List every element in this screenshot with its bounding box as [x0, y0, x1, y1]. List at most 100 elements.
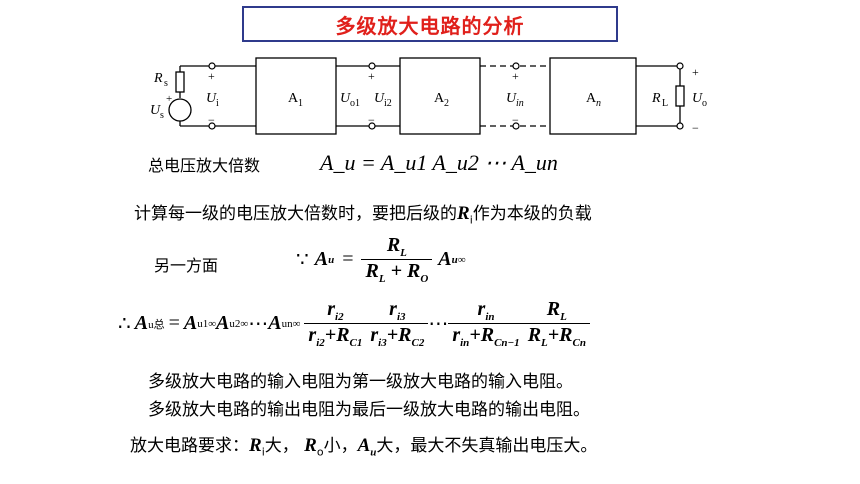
- f4-den-a: R: [527, 324, 542, 346]
- fraction-dots: ⋯: [428, 313, 449, 335]
- f3-den-b-sub: Cn−1: [494, 337, 520, 349]
- au-lhs-sub: u: [328, 253, 335, 266]
- a1-label: A: [288, 91, 299, 106]
- fraction-2: ri3 ri3+RC2: [366, 298, 429, 349]
- rs-sub: s: [164, 78, 168, 89]
- f3-den-a-sub: in: [460, 337, 470, 349]
- au-rhs: A: [438, 248, 452, 270]
- uin-sub: in: [516, 98, 524, 109]
- term-3: A: [268, 312, 282, 334]
- rs-label: R: [153, 71, 163, 86]
- output-resistance-note: 多级放大电路的输出电阻为最后一级放大电路的输出电阻。: [148, 400, 590, 420]
- uo-plus: +: [692, 65, 699, 79]
- multistage-circuit-diagram: R s U s + + U i − A 1 U o1 + − U i2 A 2 …: [150, 57, 707, 135]
- uo-minus: −: [692, 121, 699, 135]
- term-2-sub: u2∞: [229, 317, 249, 330]
- f4-den-a-sub: L: [541, 337, 548, 349]
- req-au: A: [357, 435, 371, 456]
- term-dots: ⋯: [248, 313, 269, 335]
- source-resistor: [175, 71, 185, 93]
- req-ri-sub: i: [261, 445, 265, 459]
- an-in-plus: +: [512, 69, 519, 83]
- f1-num-sub: i2: [335, 311, 344, 323]
- term-1-sub: u1∞: [197, 317, 217, 330]
- uo1-sub: o1: [350, 98, 360, 109]
- f1-den-b: R: [336, 324, 350, 346]
- calc-note: 计算每一级的电压放大倍数时，要把后级的Ri作为本级的负载: [134, 204, 592, 230]
- f3-num-sub: in: [485, 311, 495, 323]
- ui2-label: U: [374, 91, 385, 106]
- frac-num-sub: L: [400, 247, 407, 259]
- total-equals: =: [168, 312, 180, 334]
- f4-num: R: [546, 298, 561, 320]
- a1-out-minus: −: [368, 113, 375, 127]
- frac-num: R: [386, 234, 401, 256]
- req-big1: 大，: [264, 436, 299, 456]
- fraction-1: ri2 ri2+RC1: [304, 298, 367, 349]
- total-gain-formula: A_u = A_u1 A_u2 ⋯ A_un: [320, 150, 558, 175]
- an-label: A: [586, 91, 597, 106]
- because-symbol: ∵: [296, 249, 309, 271]
- f1-den-a-sub: i2: [316, 337, 325, 349]
- a2-label: A: [434, 91, 445, 106]
- source-plus: +: [166, 93, 172, 105]
- ui-label: U: [206, 91, 217, 106]
- us-sub: s: [160, 110, 164, 121]
- req-small: 小，: [323, 436, 358, 456]
- frac-den-a: R: [365, 260, 379, 282]
- f4-den-b-sub: Cn: [572, 337, 586, 349]
- requirements-line: 放大电路要求：Ri大， Ro小，Au大，最大不失真输出电压大。: [130, 436, 597, 462]
- us-label: U: [150, 103, 161, 118]
- frac-den-a-sub: L: [378, 273, 386, 285]
- req-prefix: 放大电路要求：: [130, 436, 249, 456]
- ui-sub: i: [216, 98, 219, 109]
- calc-note-ri: R: [457, 203, 470, 224]
- f1-den-a: r: [308, 324, 317, 346]
- f4-num-sub: L: [560, 311, 567, 323]
- frac-den-plus: +: [390, 260, 402, 282]
- term-2: A: [216, 312, 230, 334]
- amplifier-a2-box: [399, 57, 481, 135]
- rl-label: R: [651, 91, 661, 106]
- f1-plus: +: [324, 324, 337, 346]
- total-lhs-sub: u总: [148, 318, 165, 331]
- calc-note-after: 作为本级的负载: [472, 204, 592, 224]
- title-text: 多级放大电路的分析: [335, 13, 525, 38]
- equals-sign: =: [342, 248, 354, 270]
- au-lhs: A: [314, 248, 329, 270]
- uo-label: U: [692, 91, 703, 106]
- f2-plus: +: [386, 324, 399, 346]
- f3-num: r: [477, 298, 486, 320]
- input-resistance-note: 多级放大电路的输入电阻为第一级放大电路的输入电阻。: [148, 372, 573, 392]
- voltage-source-icon: [168, 98, 192, 122]
- f1-den-b-sub: C1: [349, 337, 363, 349]
- total-lhs: A: [134, 312, 149, 334]
- amplifier-an-box: [549, 57, 637, 135]
- f2-den-a-sub: i3: [378, 337, 387, 349]
- f2-den-b: R: [398, 324, 412, 346]
- calc-note-ri-sub: i: [469, 213, 473, 227]
- f2-den-b-sub: C2: [411, 337, 425, 349]
- req-suffix: 大，最大不失真输出电压大。: [376, 436, 598, 456]
- req-au-sub: u: [370, 446, 377, 459]
- load-resistor: [675, 85, 685, 107]
- other-side-label: 另一方面: [154, 256, 219, 275]
- a1-sub: 1: [298, 98, 303, 109]
- total-gain-label: 总电压放大倍数: [148, 156, 261, 175]
- f3-den-b: R: [480, 324, 495, 346]
- an-sub: n: [596, 98, 601, 109]
- f2-den-a: r: [370, 324, 379, 346]
- ui2-sub: i2: [384, 98, 392, 109]
- f3-plus: +: [469, 324, 481, 346]
- uo-sub: o: [702, 98, 707, 109]
- uin-label: U: [506, 91, 517, 106]
- an-in-minus: −: [512, 113, 519, 127]
- ui-plus: +: [208, 69, 215, 83]
- frac-den-b: R: [406, 260, 421, 282]
- load-fraction: RL RL + RO: [361, 234, 433, 285]
- term-3-sub: un∞: [281, 317, 301, 330]
- au-rhs-sub: u∞: [451, 253, 466, 266]
- req-ro-sub: o: [316, 445, 324, 459]
- amplifier-a1-box: [255, 57, 337, 135]
